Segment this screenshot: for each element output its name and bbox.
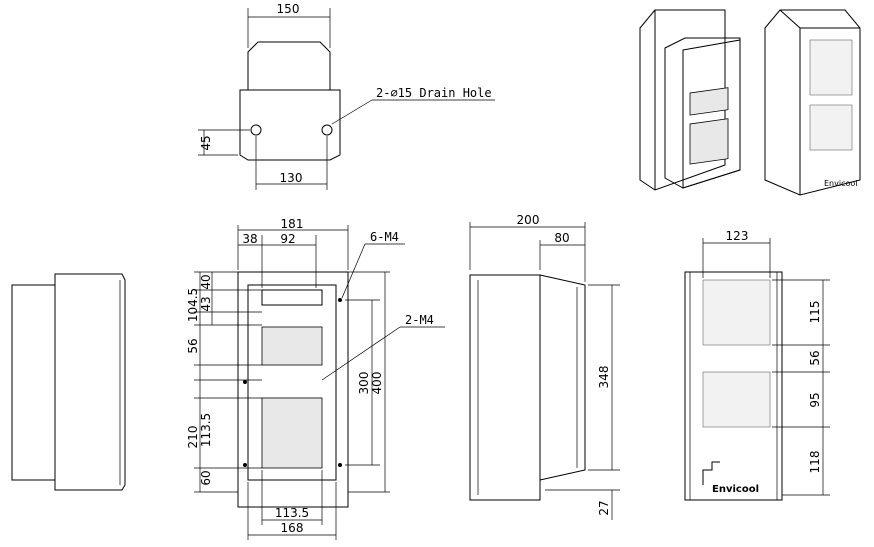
- left-profile: [11, 273, 126, 491]
- dim-height-inner: 300: [357, 372, 371, 395]
- dim-front-width: 181: [281, 217, 304, 231]
- dim-h3: 43: [199, 296, 213, 311]
- dim-v2: 56: [808, 350, 822, 365]
- drain-hole-left: [250, 124, 262, 136]
- side-view: 200 80 348 27: [469, 213, 620, 520]
- lower-vent: [702, 371, 771, 428]
- drain-hole-label: 2-∅15 Drain Hole: [376, 86, 492, 100]
- label-top-screws: 6-M4: [370, 230, 399, 244]
- dim-height-total: 400: [370, 372, 384, 395]
- dim-back-width: 123: [726, 229, 749, 243]
- back-view: Envicool 123 115 56 95 118: [684, 229, 830, 501]
- dim-h6: 113.5: [199, 413, 213, 447]
- dim-side-height: 348: [597, 366, 611, 389]
- dim-h7: 60: [199, 470, 213, 485]
- dim-h2: 40: [199, 274, 213, 289]
- front-view: 181 38 92 104.5 40 43 56 210 113.5 60 30…: [186, 217, 445, 540]
- dim-h1: 104.5: [186, 288, 200, 322]
- dim-bottom-inner: 113.5: [275, 506, 309, 520]
- dim-depth-inner: 80: [554, 231, 569, 245]
- dim-side-bottom: 27: [597, 500, 611, 515]
- dim-top-width: 150: [277, 2, 300, 16]
- dim-bottom-total: 168: [281, 521, 304, 535]
- back-logo: Envicool: [712, 484, 759, 495]
- top-view: 150 130 45 2-∅15 Drain Hole: [198, 2, 495, 190]
- dim-h4: 56: [186, 338, 200, 353]
- dim-v4: 118: [808, 451, 822, 474]
- dim-inner-width: 92: [280, 232, 295, 246]
- dim-h5: 210: [186, 426, 200, 449]
- dim-v3: 95: [808, 392, 822, 407]
- drain-hole-right: [321, 124, 333, 136]
- dim-hole-spacing: 130: [280, 171, 303, 185]
- isometric-back-unit: Envicool: [764, 9, 861, 196]
- dim-left-offset: 38: [242, 232, 257, 246]
- upper-vent: [702, 279, 771, 346]
- iso-logo: Envicool: [824, 179, 858, 188]
- dim-hole-height: 45: [199, 135, 213, 150]
- isometric-front-unit: [639, 9, 741, 191]
- label-mid-screws: 2-M4: [405, 313, 434, 327]
- dim-depth: 200: [517, 213, 540, 227]
- dim-v1: 115: [808, 301, 822, 324]
